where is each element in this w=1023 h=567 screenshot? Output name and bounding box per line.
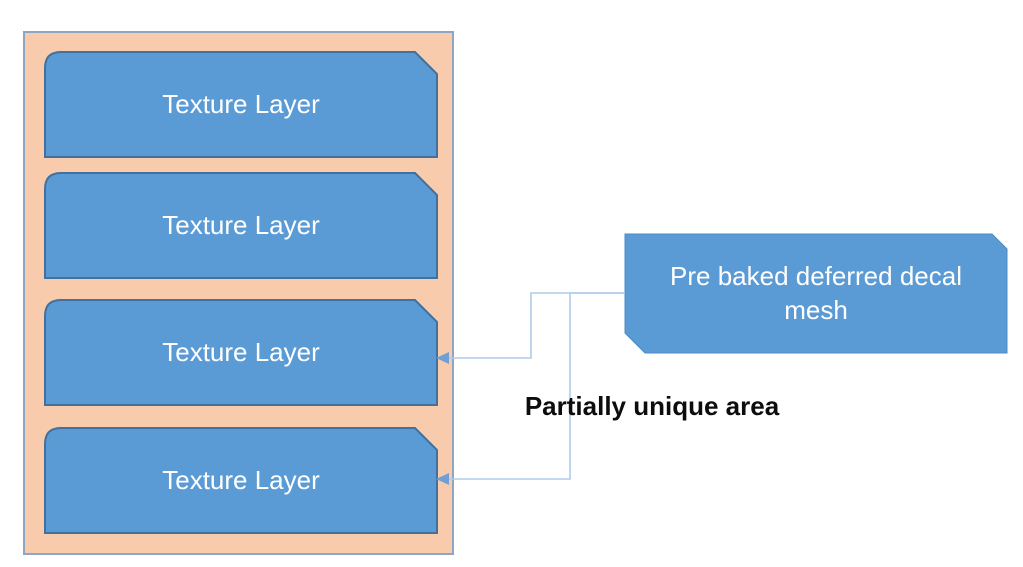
- connector-arrowhead-layer-3: [436, 352, 449, 364]
- connector-line-to-layer-3: [447, 292, 625, 359]
- decal-mesh-shape: [624, 233, 1008, 354]
- texture-layer-shape-2: [44, 172, 438, 279]
- texture-layer-shape-4: [44, 427, 438, 534]
- texture-layer-shape-3: [44, 299, 438, 406]
- connector-arrowhead-layer-4: [436, 473, 449, 485]
- partially-unique-area-annotation: Partially unique area: [524, 391, 780, 421]
- connector-line-to-layer-4: [447, 292, 625, 480]
- texture-layer-shape-1: [44, 51, 438, 158]
